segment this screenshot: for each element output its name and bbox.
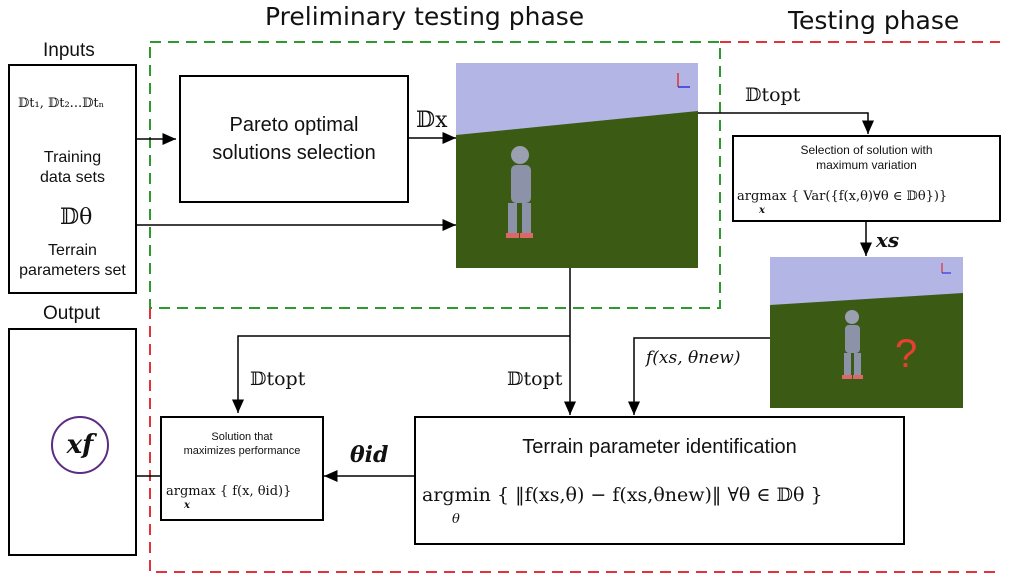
inputs-heading: Inputs — [43, 40, 95, 61]
selection-input-symbol: 𝔻topt — [745, 84, 801, 106]
maximize-caption: Solution that maximizes performance — [183, 431, 301, 457]
result-symbol: xf — [66, 430, 94, 460]
training-datasets-symbol: 𝔻t₁, 𝔻t₂...𝔻tₙ — [18, 96, 105, 111]
selection-box: Selection of solution with maximum varia… — [732, 135, 1001, 222]
selection-output-symbol: xs — [876, 228, 900, 252]
testing-phase-title: Testing phase — [788, 6, 960, 35]
selection-formula-sub: x — [759, 205, 765, 216]
pareto-line1: Pareto optimal — [229, 114, 359, 136]
result-circle: xf — [51, 416, 109, 474]
question-mark: ? — [895, 332, 918, 376]
maximize-formula: argmax { f(x, θid)} — [166, 484, 292, 499]
identification-input-symbol: 𝔻topt — [507, 368, 563, 390]
selection-caption: Selection of solution with maximum varia… — [800, 143, 933, 172]
new-measurement-symbol: f(xs, θnew) — [646, 348, 741, 368]
terrain-identification-box: Terrain parameter identification argmin … — [414, 416, 905, 545]
maximize-formula-sub: x — [184, 500, 190, 511]
maximize-input-symbol: 𝔻topt — [250, 368, 306, 390]
pareto-selection-box: Pareto optimal solutions selection — [179, 75, 409, 203]
identification-title: Terrain parameter identification — [522, 436, 797, 458]
pareto-output-symbol: 𝔻x — [416, 108, 448, 133]
output-heading: Output — [43, 303, 101, 324]
selection-formula: argmax { Var({f(x,θ)∀θ ∈ 𝔻θ})} — [737, 189, 948, 204]
preliminary-phase-title: Preliminary testing phase — [265, 2, 585, 31]
training-datasets-label: Training data sets — [40, 149, 105, 186]
preliminary-phase-region — [149, 41, 721, 309]
simulation-image-testing: ? — [770, 257, 963, 408]
maximize-performance-box: Solution that maximizes performance argm… — [160, 416, 324, 521]
terrain-set-label: Terrain parameters set — [19, 242, 126, 279]
terrain-set-symbol: 𝔻θ — [60, 205, 93, 230]
robot-figure — [506, 146, 533, 238]
output-box: xf — [8, 328, 137, 556]
identification-formula: argmin { ‖f(xs,θ) − f(xs,θnew)‖ ∀θ ∈ 𝔻θ … — [422, 484, 823, 506]
identification-formula-sub: θ — [452, 512, 460, 527]
robot-figure-small — [842, 310, 863, 379]
simulation-image-preliminary — [456, 63, 698, 268]
pareto-line2: solutions selection — [212, 142, 376, 164]
inputs-box: 𝔻t₁, 𝔻t₂...𝔻tₙ Training data sets 𝔻θ Ter… — [8, 64, 137, 294]
identified-parameter-symbol: θid — [350, 442, 389, 468]
